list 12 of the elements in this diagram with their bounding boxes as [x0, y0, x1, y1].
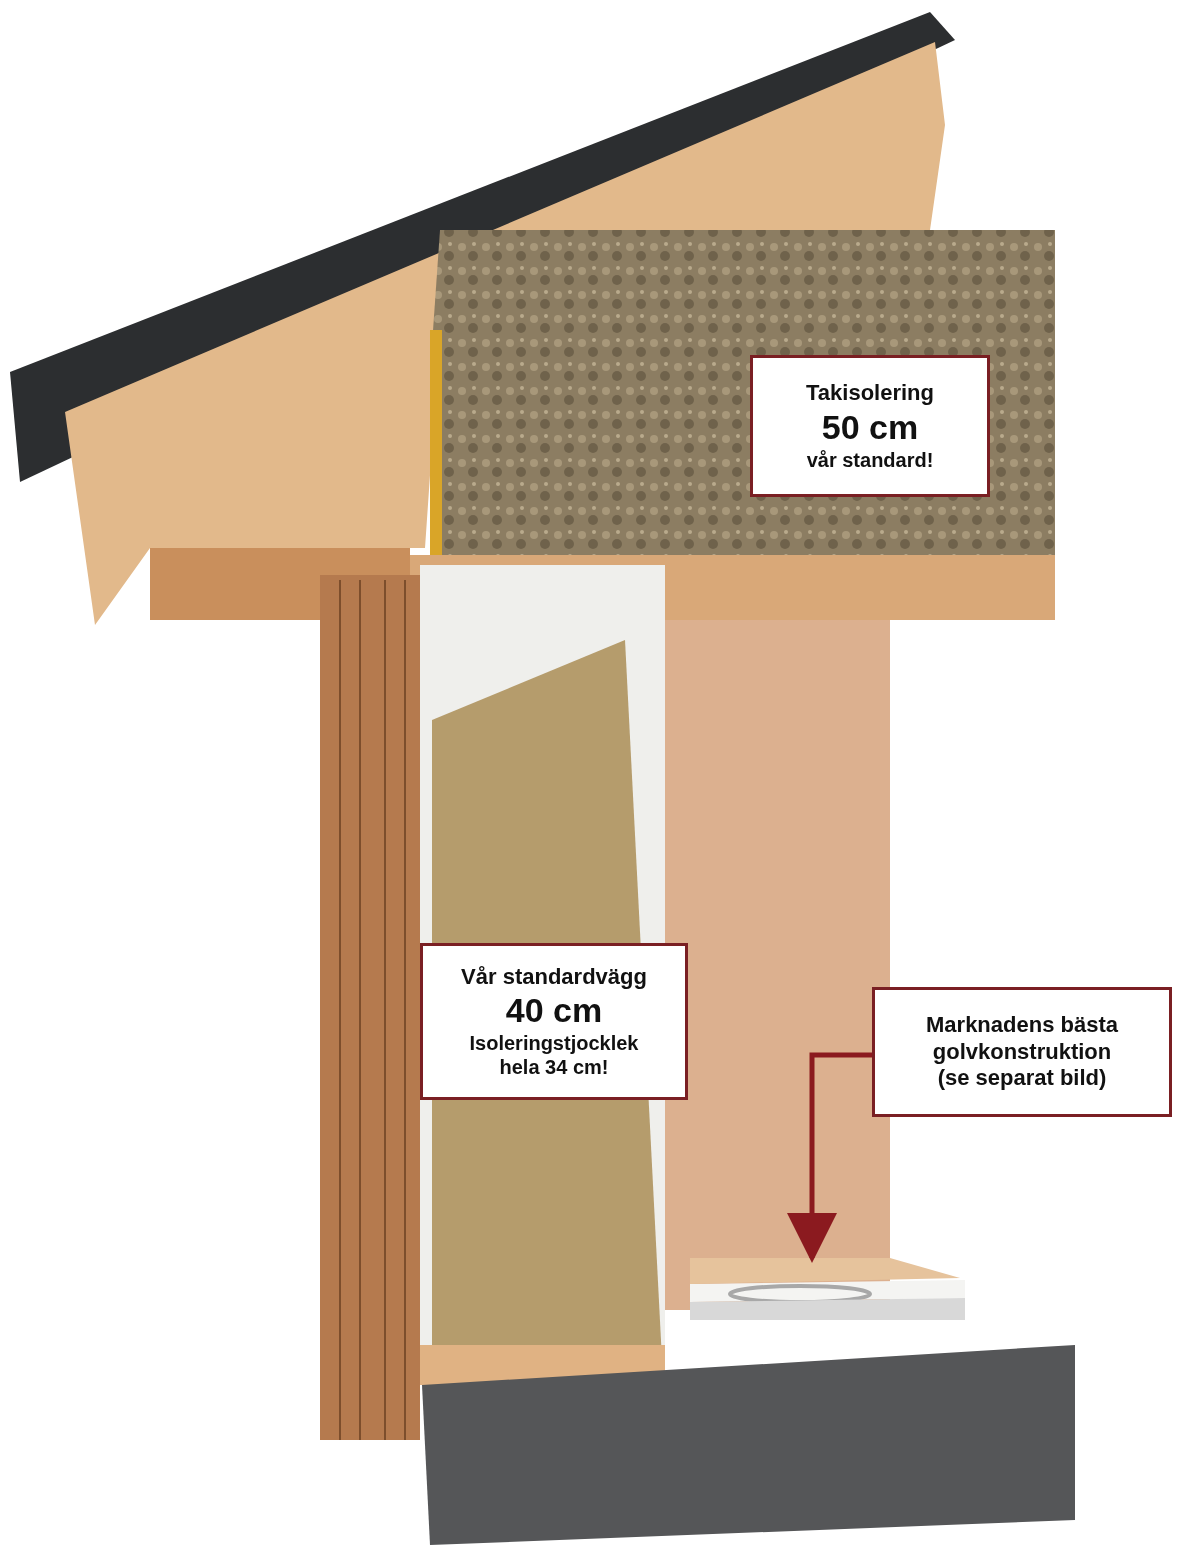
callout-box	[420, 943, 688, 1100]
floor-construction-drawing	[690, 1258, 965, 1320]
callout-text: Marknadens bästa golvkonstruktion (se separat bild)	[925, 1012, 1119, 1092]
dimension-value: 40 cm	[505, 990, 603, 1032]
callout-text: Isoleringstjocklek hela 34 cm!	[468, 1031, 640, 1080]
callout-box	[750, 355, 990, 497]
callout-text: Vår standardvägg	[461, 963, 647, 991]
arrow	[787, 1052, 872, 1263]
callout-box	[872, 987, 1172, 1117]
callout-text: Takisolering	[806, 380, 934, 407]
callout-text: vår standard!	[806, 447, 934, 472]
dimension-value: 50 cm	[821, 406, 919, 448]
